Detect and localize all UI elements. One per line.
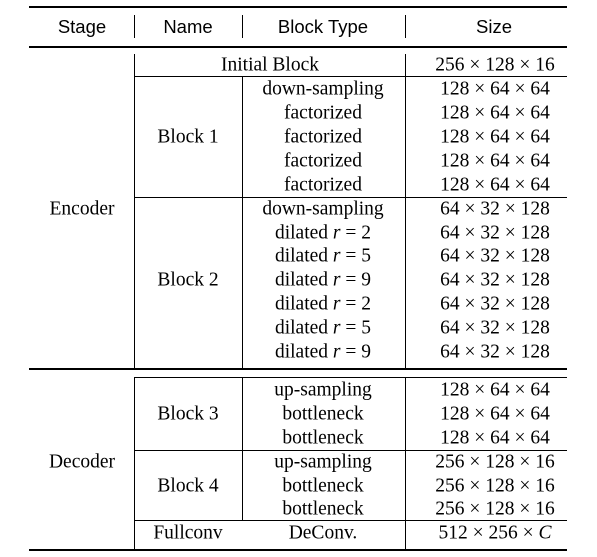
initial-block-bottom-rule (134, 76, 567, 77)
block4-bottom-rule (134, 520, 567, 521)
block1-name: Block 1 (157, 126, 219, 148)
block3-bottom-rule (134, 450, 567, 451)
block4-size: 256 × 128 × 16 (435, 475, 555, 497)
block2-size: 64 × 32 × 128 (440, 269, 550, 291)
encoder-decoder-rule (29, 368, 567, 370)
encoder-vrule-size (405, 54, 406, 368)
block4-type: bottleneck (282, 498, 364, 520)
fullconv-name: Fullconv (153, 522, 223, 544)
block2-type: dilated r = 2 (274, 222, 372, 244)
header-stage: Stage (57, 15, 107, 37)
block1-size: 128 × 64 × 64 (440, 126, 550, 148)
block2-size: 64 × 32 × 128 (440, 222, 550, 244)
block3-name: Block 3 (157, 403, 219, 425)
stage-encoder: Encoder (49, 198, 115, 220)
block2-type: dilated r = 5 (274, 245, 372, 267)
block3-type: bottleneck (282, 427, 364, 449)
block3-top-rule (134, 377, 567, 378)
block2-type: dilated r = 9 (274, 341, 372, 363)
stage-decoder: Decoder (48, 451, 116, 473)
initial-block-label: Initial Block (220, 54, 320, 76)
block1-type: down-sampling (262, 78, 384, 100)
block2-type: dilated r = 9 (274, 269, 372, 291)
block4-name: Block 4 (157, 475, 219, 497)
decoder-vrule-name (242, 377, 243, 520)
block3-size: 128 × 64 × 64 (440, 379, 550, 401)
header-size: Size (476, 15, 512, 37)
fullconv-type: DeConv. (288, 522, 358, 544)
block1-size: 128 × 64 × 64 (440, 174, 550, 196)
block1-type: factorized (284, 150, 362, 172)
block1-bottom-rule (134, 197, 567, 198)
block1-size: 128 × 64 × 64 (440, 150, 550, 172)
block3-type: up-sampling (274, 379, 372, 401)
decoder-vrule-stage (134, 377, 135, 549)
block2-size: 64 × 32 × 128 (440, 245, 550, 267)
decoder-vrule-size (405, 377, 406, 549)
block2-size: 64 × 32 × 128 (440, 293, 550, 315)
block2-size: 64 × 32 × 128 (440, 198, 550, 220)
initial-block-size: 256 × 128 × 16 (435, 54, 555, 76)
block2-size: 64 × 32 × 128 (440, 341, 550, 363)
block3-size: 128 × 64 × 64 (440, 403, 550, 425)
block3-size: 128 × 64 × 64 (440, 427, 550, 449)
header-block-type: Block Type (277, 15, 369, 37)
block1-type: factorized (284, 174, 362, 196)
encoder-vrule-stage (134, 54, 135, 368)
block2-name: Block 2 (157, 269, 219, 291)
encoder-vrule-name (242, 77, 243, 368)
top-rule (29, 6, 567, 8)
block1-type: factorized (284, 126, 362, 148)
block4-type: up-sampling (274, 451, 372, 473)
block2-size: 64 × 32 × 128 (440, 317, 550, 339)
block2-type: dilated r = 5 (274, 317, 372, 339)
header-name: Name (163, 15, 213, 37)
block3-type: bottleneck (282, 403, 364, 425)
header-vrule-1 (134, 15, 135, 38)
bottom-rule (29, 549, 567, 551)
header-rule (29, 46, 567, 48)
block4-type: bottleneck (282, 475, 364, 497)
block2-type: down-sampling (262, 198, 384, 220)
header-vrule-3 (405, 15, 406, 38)
block1-size: 128 × 64 × 64 (440, 102, 550, 124)
block2-type: dilated r = 2 (274, 293, 372, 315)
header-vrule-2 (242, 15, 243, 38)
block4-size: 256 × 128 × 16 (435, 451, 555, 473)
block4-size: 256 × 128 × 16 (435, 498, 555, 520)
fullconv-size: 512 × 256 × C (438, 522, 552, 544)
block1-type: factorized (284, 102, 362, 124)
block1-size: 128 × 64 × 64 (440, 78, 550, 100)
